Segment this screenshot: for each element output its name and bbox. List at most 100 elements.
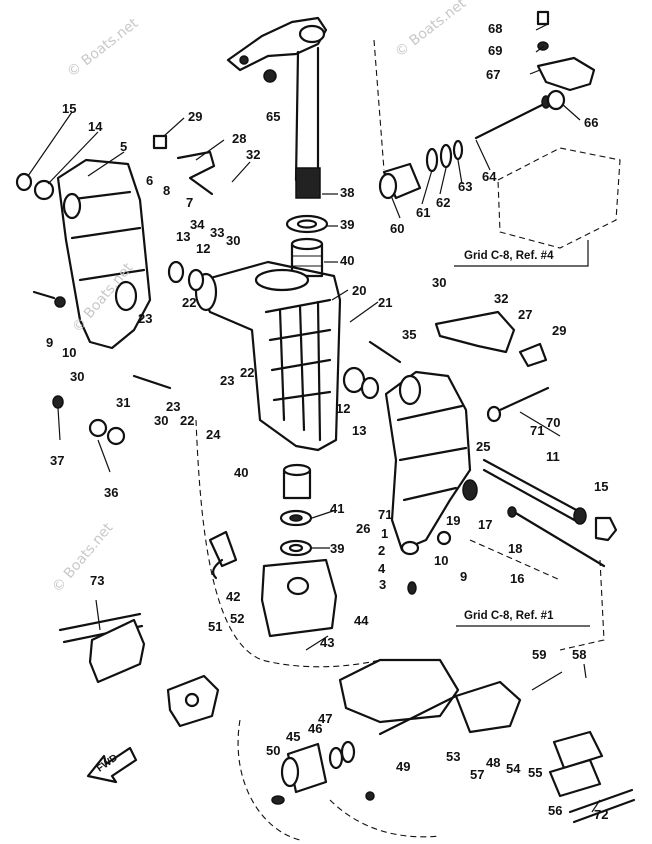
callout: 9 xyxy=(460,569,468,584)
callout: 22 xyxy=(182,295,197,310)
callout: 24 xyxy=(206,427,221,442)
steering-arm xyxy=(226,16,328,72)
callout: 25 xyxy=(476,439,491,454)
callout: 70 xyxy=(546,415,561,430)
callout: 62 xyxy=(436,195,451,210)
clamp-bracket-right xyxy=(384,370,472,552)
callout: 20 xyxy=(352,283,367,298)
callout: 2 xyxy=(378,543,386,558)
callout: 46 xyxy=(308,721,323,736)
rod-16 xyxy=(507,506,606,568)
upper-small-parts xyxy=(15,69,277,292)
callout: 68 xyxy=(488,21,503,36)
callout: 26 xyxy=(356,521,371,536)
callout: 29 xyxy=(552,323,567,338)
right-small-parts xyxy=(342,310,550,595)
callout: 7 xyxy=(186,195,194,210)
callout: 45 xyxy=(286,729,301,744)
callout: 35 xyxy=(402,327,417,342)
callout: 15 xyxy=(62,101,77,116)
callout: 4 xyxy=(378,561,386,576)
callout: 32 xyxy=(246,147,261,162)
callout: 38 xyxy=(340,185,355,200)
callout: 51 xyxy=(208,619,223,634)
mount-bracket-67 xyxy=(536,56,596,111)
callout: 33 xyxy=(210,225,225,240)
callout: 39 xyxy=(330,541,345,556)
callout: 48 xyxy=(486,755,501,770)
callout: 71 xyxy=(378,507,393,522)
washer-39-lower xyxy=(279,539,313,557)
callout: 57 xyxy=(470,767,485,782)
upper-mount-60 xyxy=(378,162,422,200)
callout: 23 xyxy=(166,399,181,414)
fwd-arrow xyxy=(86,746,138,784)
callout: 43 xyxy=(320,635,335,650)
callout: 36 xyxy=(104,485,119,500)
callout: 63 xyxy=(458,179,473,194)
steering-shaft xyxy=(294,46,321,199)
callout: 47 xyxy=(318,711,333,726)
callout: 73 xyxy=(90,573,105,588)
grid-reference-1: Grid C-8, Ref. #1 xyxy=(464,610,554,622)
bolt-68 xyxy=(536,10,550,51)
callout: 28 xyxy=(232,131,247,146)
callout: 72 xyxy=(594,807,609,822)
clip-detail-icon xyxy=(208,530,238,580)
callout: 40 xyxy=(340,253,355,268)
callout: 30 xyxy=(432,275,447,290)
callout: 30 xyxy=(226,233,241,248)
callout: 30 xyxy=(70,369,85,384)
callout: 27 xyxy=(518,307,533,322)
washers-61-63 xyxy=(425,139,464,173)
clamp-bracket-left xyxy=(56,158,152,350)
grid-ref-lines xyxy=(454,240,590,627)
callout: 16 xyxy=(510,571,525,586)
lower-mount-assembly xyxy=(271,658,636,824)
callout: 5 xyxy=(120,139,128,154)
callout: 18 xyxy=(508,541,523,556)
dashed-outlines xyxy=(195,39,605,841)
callout: 53 xyxy=(446,749,461,764)
callout: 23 xyxy=(220,373,235,388)
callout: 50 xyxy=(266,743,281,758)
callout: 17 xyxy=(478,517,493,532)
callout: 37 xyxy=(50,453,65,468)
callout: 12 xyxy=(336,401,351,416)
callout: 13 xyxy=(176,229,191,244)
callout: 58 xyxy=(572,647,587,662)
callout: 3 xyxy=(379,577,387,592)
callout-leaders xyxy=(27,23,601,813)
callout: 44 xyxy=(354,613,369,628)
callout: 32 xyxy=(494,291,509,306)
callout: 30 xyxy=(154,413,169,428)
callout: 42 xyxy=(226,589,241,604)
callout: 21 xyxy=(378,295,393,310)
anode-cover-73 xyxy=(58,612,146,684)
callout: 49 xyxy=(396,759,411,774)
callout: 10 xyxy=(434,553,449,568)
callout: 65 xyxy=(266,109,281,124)
callout: 1 xyxy=(381,526,389,541)
callout: 22 xyxy=(180,413,195,428)
lower-mount-housing xyxy=(260,558,338,638)
callout: 19 xyxy=(446,513,461,528)
callout: 60 xyxy=(390,221,405,236)
grid-reference-4: Grid C-8, Ref. #4 xyxy=(464,250,554,262)
callout: 9 xyxy=(46,335,54,350)
bushing-40-lower xyxy=(282,463,312,500)
callout: 39 xyxy=(340,217,355,232)
callout: 64 xyxy=(482,169,497,184)
callout: 31 xyxy=(116,395,131,410)
callout: 8 xyxy=(163,183,171,198)
callout: 71 xyxy=(530,423,545,438)
swivel-bracket xyxy=(194,260,342,452)
callout: 12 xyxy=(196,241,211,256)
callout: 23 xyxy=(138,311,153,326)
callout: 41 xyxy=(330,501,345,516)
lower-bracket-plate xyxy=(166,674,220,728)
callout: 40 xyxy=(234,465,249,480)
callout: 69 xyxy=(488,43,503,58)
